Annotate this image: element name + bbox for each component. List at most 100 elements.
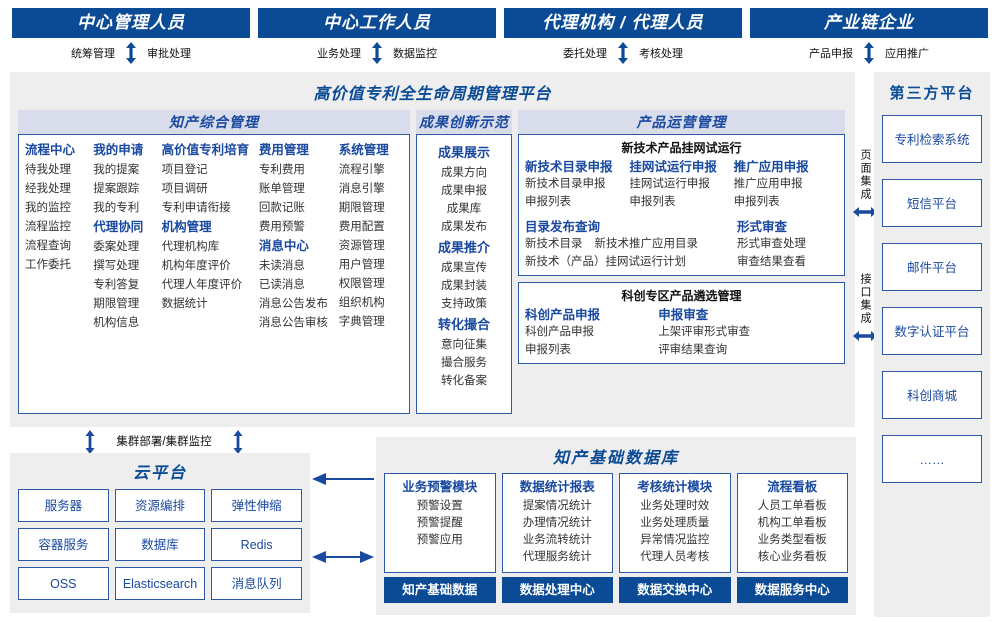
menu-item[interactable]: 未读消息 bbox=[258, 260, 305, 272]
kdb-foot-basic-data[interactable]: 知产基础数据 bbox=[384, 577, 496, 603]
cloud-cell-redis[interactable]: Redis bbox=[211, 528, 302, 561]
cloud-cell-container-service[interactable]: 容器服务 bbox=[18, 528, 109, 561]
kdb-foot-processing-center[interactable]: 数据处理中心 bbox=[501, 577, 613, 603]
menu-item[interactable]: 组织机构 bbox=[338, 297, 385, 309]
menu-item[interactable]: 成果方向 bbox=[441, 167, 487, 179]
menu-item[interactable]: 期限管理 bbox=[93, 298, 140, 310]
kdb-item[interactable]: 异常情况监控 bbox=[640, 534, 710, 546]
col-head[interactable]: 高价值专利培育 bbox=[161, 143, 250, 157]
col-head[interactable]: 费用管理 bbox=[258, 143, 309, 157]
kdb-item[interactable]: 业务处理质量 bbox=[640, 517, 710, 529]
col-head[interactable]: 成果推介 bbox=[437, 240, 490, 255]
menu-item[interactable]: 提案跟踪 bbox=[93, 183, 140, 195]
menu-item[interactable]: 成果申报 bbox=[441, 185, 487, 197]
cloud-cell-resource-orchestration[interactable]: 资源编排 bbox=[114, 489, 206, 522]
actor-title-2[interactable]: 代理机构 / 代理人员 bbox=[504, 8, 742, 38]
kdb-item[interactable]: 业务处理时效 bbox=[640, 500, 710, 512]
op-head[interactable]: 挂网试运行申报 bbox=[629, 160, 717, 174]
menu-item[interactable]: 消息公告发布 bbox=[258, 298, 328, 310]
kdb-foot-exchange-center[interactable]: 数据交换中心 bbox=[619, 577, 731, 603]
menu-item[interactable]: 成果发布 bbox=[441, 221, 487, 233]
menu-item[interactable]: 成果库 bbox=[446, 203, 482, 215]
cloud-cell-message-queue[interactable]: 消息队列 bbox=[211, 567, 302, 600]
menu-item[interactable]: 意向征集 bbox=[441, 339, 487, 351]
menu-item[interactable]: 机构信息 bbox=[93, 317, 140, 329]
col-head[interactable]: 转化撮合 bbox=[437, 317, 490, 332]
actor-title-3[interactable]: 产业链企业 bbox=[750, 8, 988, 38]
op-head[interactable]: 科创产品申报 bbox=[525, 308, 601, 322]
menu-item[interactable]: 消息公告审核 bbox=[258, 317, 328, 329]
kdb-item[interactable]: 人员工单看板 bbox=[757, 500, 827, 512]
menu-item[interactable]: 新技术（产品）挂网试运行计划 bbox=[525, 256, 686, 268]
kdb-item[interactable]: 预警应用 bbox=[416, 534, 463, 546]
menu-item[interactable]: 代理机构库 bbox=[161, 241, 220, 253]
op-head[interactable]: 申报审查 bbox=[658, 308, 709, 322]
menu-item[interactable]: 审查结果查看 bbox=[737, 256, 807, 268]
menu-item[interactable]: 撮合服务 bbox=[441, 357, 487, 369]
menu-item[interactable]: 数据统计 bbox=[161, 298, 208, 310]
menu-item[interactable]: 支持政策 bbox=[441, 298, 487, 310]
cloud-cell-elastic-scaling[interactable]: 弹性伸缩 bbox=[211, 489, 302, 522]
kdb-item[interactable]: 代理服务统计 bbox=[522, 551, 592, 563]
kdb-item[interactable]: 预警提醒 bbox=[416, 517, 463, 529]
kdb-item[interactable]: 业务类型看板 bbox=[757, 534, 827, 546]
kdb-item[interactable]: 预警设置 bbox=[416, 500, 463, 512]
menu-item[interactable]: 费用预警 bbox=[258, 221, 305, 233]
kdb-item[interactable]: 核心业务看板 bbox=[757, 551, 827, 563]
col-head[interactable]: 机构管理 bbox=[161, 220, 212, 234]
menu-item[interactable]: 专利答复 bbox=[93, 279, 140, 291]
cloud-cell-database[interactable]: 数据库 bbox=[114, 528, 206, 561]
menu-item[interactable]: 待我处理 bbox=[25, 164, 71, 176]
thirdparty-item-more[interactable]: …… bbox=[882, 435, 982, 483]
menu-item[interactable]: 流程引擎 bbox=[338, 164, 385, 176]
menu-item[interactable]: 经我处理 bbox=[25, 183, 71, 195]
menu-item[interactable]: 形式审查处理 bbox=[737, 238, 807, 250]
menu-item[interactable]: 我的监控 bbox=[25, 202, 71, 214]
menu-item[interactable]: 已读消息 bbox=[258, 279, 305, 291]
kdb-item[interactable]: 业务流转统计 bbox=[522, 534, 592, 546]
thirdparty-item-kechuang-mall[interactable]: 科创商城 bbox=[882, 371, 982, 419]
op-head[interactable]: 形式审查 bbox=[737, 220, 788, 234]
menu-item[interactable]: 资源管理 bbox=[338, 240, 385, 252]
menu-item[interactable]: 申报列表 bbox=[525, 344, 571, 356]
op-head[interactable]: 目录发布查询 bbox=[525, 220, 601, 234]
menu-item[interactable]: 成果宣传 bbox=[441, 262, 487, 274]
menu-item[interactable]: 代理人年度评价 bbox=[161, 279, 243, 291]
kdb-foot-service-center[interactable]: 数据服务中心 bbox=[736, 577, 848, 603]
kdb-item[interactable]: 提案情况统计 bbox=[522, 500, 592, 512]
menu-item[interactable]: 流程查询 bbox=[25, 240, 71, 252]
col-head[interactable]: 消息中心 bbox=[258, 239, 309, 253]
op-head[interactable]: 新技术目录申报 bbox=[525, 160, 613, 174]
actor-title-0[interactable]: 中心管理人员 bbox=[12, 8, 250, 38]
menu-item[interactable]: 新技术推广应用目录 bbox=[594, 238, 699, 250]
menu-item[interactable]: 流程监控 bbox=[25, 221, 71, 233]
menu-item[interactable]: 专利申请衔接 bbox=[161, 202, 231, 214]
menu-item[interactable]: 我的专利 bbox=[93, 202, 140, 214]
cloud-cell-server[interactable]: 服务器 bbox=[18, 489, 109, 522]
menu-item[interactable]: 权限管理 bbox=[338, 278, 385, 290]
menu-item[interactable]: 期限管理 bbox=[338, 202, 385, 214]
col-head[interactable]: 系统管理 bbox=[338, 143, 389, 157]
menu-item[interactable]: 项目调研 bbox=[161, 183, 208, 195]
menu-item[interactable]: 推广应用申报 bbox=[733, 178, 803, 190]
kdb-item[interactable]: 机构工单看板 bbox=[757, 517, 827, 529]
menu-item[interactable]: 回款记账 bbox=[258, 202, 305, 214]
col-head[interactable]: 流程中心 bbox=[25, 143, 76, 157]
menu-item[interactable]: 专利费用 bbox=[258, 164, 305, 176]
kdb-item[interactable]: 办理情况统计 bbox=[522, 517, 592, 529]
op-head[interactable]: 推广应用申报 bbox=[733, 160, 809, 174]
thirdparty-item-sms[interactable]: 短信平台 bbox=[882, 179, 982, 227]
menu-item[interactable]: 我的提案 bbox=[93, 164, 140, 176]
menu-item[interactable]: 撰写处理 bbox=[93, 260, 140, 272]
menu-item[interactable]: 科创产品申报 bbox=[525, 326, 594, 338]
menu-item[interactable]: 上架评审形式审查 bbox=[658, 326, 751, 338]
menu-item[interactable]: 账单管理 bbox=[258, 183, 305, 195]
menu-item[interactable]: 新技术目录 bbox=[525, 238, 583, 250]
menu-item[interactable]: 新技术目录申报 bbox=[525, 178, 606, 190]
menu-item[interactable]: 工作委托 bbox=[25, 259, 71, 271]
cloud-cell-elasticsearch[interactable]: Elasticsearch bbox=[114, 567, 206, 600]
menu-item[interactable]: 挂网试运行申报 bbox=[629, 178, 710, 190]
cloud-cell-oss[interactable]: OSS bbox=[18, 567, 109, 600]
menu-item[interactable]: 字典管理 bbox=[338, 316, 385, 328]
thirdparty-item-patent-search[interactable]: 专利检索系统 bbox=[882, 115, 982, 163]
